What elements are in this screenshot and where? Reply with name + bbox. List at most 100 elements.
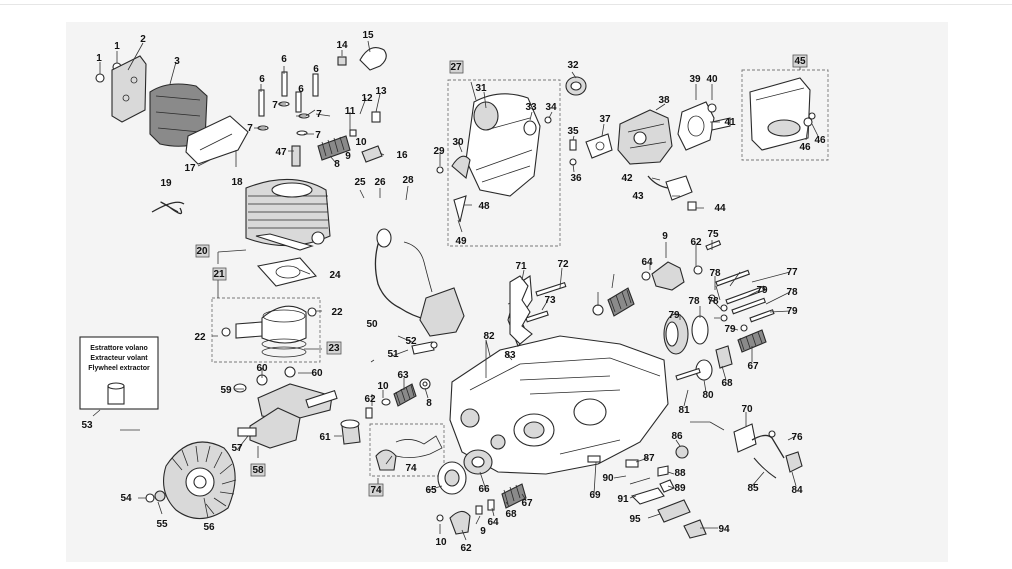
callout: 65 <box>425 485 437 496</box>
callout: 33 <box>525 102 537 113</box>
callout: 64 <box>487 517 499 528</box>
callout: 8 <box>334 159 340 170</box>
right-bottom-parts <box>587 423 803 539</box>
callout: 76 <box>791 432 803 443</box>
callout-tool-ref: 53 <box>81 420 93 431</box>
callout: 22 <box>194 332 206 343</box>
callout: 82 <box>483 331 495 342</box>
callout: 37 <box>599 114 611 125</box>
callout: 41 <box>724 117 736 128</box>
callout: 62 <box>364 394 376 405</box>
callout: 16 <box>396 150 408 161</box>
callout: 8 <box>426 398 432 409</box>
callout: 66 <box>478 484 490 495</box>
callout: 7 <box>315 130 321 141</box>
callout: 29 <box>433 146 445 157</box>
callout: 67 <box>747 361 759 372</box>
callout: 78 <box>688 296 700 307</box>
callout: 46 <box>814 135 826 146</box>
crankshaft <box>233 366 338 449</box>
tool-box-line-2: Extracteur volant <box>90 355 148 362</box>
callout: 62 <box>690 237 702 248</box>
callout: 46 <box>799 142 811 153</box>
callout: 35 <box>567 126 579 137</box>
callout: 12 <box>361 93 373 104</box>
callout: 79 <box>786 306 798 317</box>
callout: 10 <box>377 381 389 392</box>
callout: 22 <box>331 307 343 318</box>
callout: 14 <box>336 40 348 51</box>
callout: 26 <box>374 177 386 188</box>
callout: 86 <box>671 431 683 442</box>
callout: 51 <box>387 349 399 360</box>
bolts-group <box>257 71 319 136</box>
callout: 94 <box>718 524 730 535</box>
callout: 88 <box>674 468 686 479</box>
callout: 79 <box>724 324 736 335</box>
callout: 49 <box>455 236 467 247</box>
callout: 83 <box>504 350 516 361</box>
callout: 55 <box>156 519 168 530</box>
callout: 45 <box>794 56 806 67</box>
callout: 56 <box>203 522 215 533</box>
oil-pump-box <box>369 423 445 477</box>
callout: 48 <box>478 201 490 212</box>
callout: 42 <box>621 173 633 184</box>
callout: 6 <box>298 84 304 95</box>
callout: 43 <box>632 191 644 202</box>
callout: 85 <box>747 483 759 494</box>
callout: 70 <box>741 404 753 415</box>
callout: 71 <box>515 261 527 272</box>
muffler-assembly <box>95 55 249 165</box>
callout: 36 <box>570 173 582 184</box>
callout: 34 <box>545 102 557 113</box>
callout: 72 <box>557 259 569 270</box>
bearings-right <box>592 240 767 381</box>
callout: 17 <box>184 163 196 174</box>
callout: 7 <box>272 100 278 111</box>
callout: 28 <box>402 175 414 186</box>
cylinder <box>245 178 331 251</box>
callout: 77 <box>786 267 798 278</box>
air-filter-box <box>741 69 829 161</box>
callout: 68 <box>721 378 733 389</box>
piston-box <box>211 297 321 363</box>
callout: 10 <box>435 537 447 548</box>
callout: 79 <box>668 310 680 321</box>
callout: 54 <box>120 493 132 504</box>
callout: 23 <box>328 343 340 354</box>
callout: 80 <box>702 390 714 401</box>
top-small-parts <box>291 47 387 167</box>
callout: 10 <box>355 137 367 148</box>
callout: 18 <box>231 177 243 188</box>
callout: 20 <box>196 246 208 257</box>
callout: 64 <box>641 257 653 268</box>
base-gasket <box>256 257 318 287</box>
callout: 67 <box>521 498 533 509</box>
callout: 24 <box>329 270 341 281</box>
callout: 52 <box>405 336 417 347</box>
boxed-ref-backgrounds <box>195 54 808 497</box>
parts-drawing <box>79 47 829 539</box>
callout: 9 <box>345 151 351 162</box>
callout: 78 <box>707 296 719 307</box>
oil-pump-left <box>340 378 431 445</box>
carburetor <box>617 101 731 165</box>
callout: 30 <box>452 137 464 148</box>
callout: 3 <box>174 56 180 67</box>
callout: 6 <box>259 74 265 85</box>
callout: 68 <box>505 509 517 520</box>
callout: 7 <box>247 123 253 134</box>
callout: 32 <box>567 60 579 71</box>
callout: 31 <box>475 83 487 94</box>
ignition-coil <box>374 228 465 355</box>
callout: 1 <box>114 41 120 52</box>
callout: 95 <box>629 514 641 525</box>
callout: 89 <box>674 483 686 494</box>
callout: 75 <box>707 229 719 240</box>
callout: 13 <box>375 86 387 97</box>
callout: 7 <box>316 109 322 120</box>
callout: 47 <box>275 147 287 158</box>
